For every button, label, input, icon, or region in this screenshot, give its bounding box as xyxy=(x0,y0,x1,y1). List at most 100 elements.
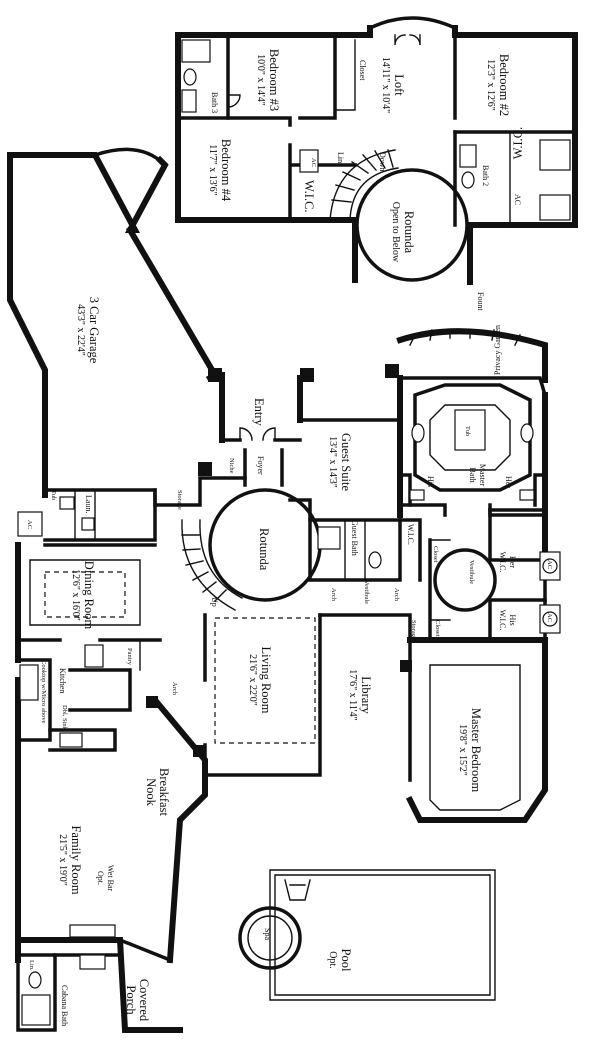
room-label: His xyxy=(426,476,435,487)
room-label: Guest Bath xyxy=(350,520,359,556)
room-label: Wet Bar xyxy=(106,865,115,892)
toilet-fixture xyxy=(519,489,535,501)
room-label: Bedroom #4 xyxy=(219,139,233,202)
room-label: Tub xyxy=(50,490,57,500)
room-label: Living Room xyxy=(259,646,273,713)
room-label: Kitchen xyxy=(58,668,67,693)
stair-label: Down xyxy=(378,152,387,172)
room-sublabel: Open to Below xyxy=(390,202,401,263)
tub-fixture xyxy=(539,139,571,171)
room-label: Storage xyxy=(176,490,183,510)
room-dimensions: 21'6" x 22'0" xyxy=(247,654,258,706)
room-label: Bath 3 xyxy=(210,92,219,113)
room-label: Dbl. Sink xyxy=(61,705,68,731)
toilet-fixture xyxy=(183,68,197,86)
room-label: Privacy Garden xyxy=(493,325,502,375)
tub-fixture xyxy=(454,409,486,451)
room-label: Dining Room xyxy=(82,561,96,630)
toilet-fixture xyxy=(28,971,42,989)
room-label: Arch xyxy=(330,588,337,602)
room-label: Closet xyxy=(434,620,441,637)
room-dimensions: 10'0" x 14'4" xyxy=(255,54,266,106)
room-label: Closet xyxy=(432,546,439,563)
sink-fixture xyxy=(520,423,534,443)
room-label: Loft xyxy=(392,74,406,96)
vestibule-circle xyxy=(433,548,497,612)
room-label: Fount xyxy=(476,292,485,311)
room-label: Master Bedroom xyxy=(469,708,483,793)
room-label: Entry xyxy=(252,398,266,427)
room-sublabel: W.I.C. xyxy=(498,552,507,573)
room-dimensions: 13'4" x 14'3" xyxy=(327,436,338,488)
room-label: Laun. xyxy=(84,495,93,513)
shower-fixture xyxy=(539,194,571,221)
room-label: W.I.C. xyxy=(302,180,316,213)
cooktop-fixture xyxy=(19,664,39,701)
room-dimensions: 11'7" x 13'6" xyxy=(207,144,218,195)
room-label: Bedroom #3 xyxy=(267,49,281,111)
table-outline xyxy=(44,571,126,618)
shower-fixture xyxy=(317,526,341,550)
room-label: W.I.C. xyxy=(406,524,415,545)
fridge-fixture xyxy=(84,644,104,668)
toilet-fixture xyxy=(461,171,475,189)
room-label: Arch xyxy=(171,682,178,696)
spa-outer xyxy=(238,906,302,970)
tub-fixture xyxy=(59,496,75,510)
room-label: Guest Suite xyxy=(339,433,353,491)
sink-fixture xyxy=(411,423,425,443)
room-label: Bath 2 xyxy=(481,165,490,186)
tub-fixture xyxy=(181,39,211,63)
room-label: Covered xyxy=(137,979,151,1022)
room-label: Her xyxy=(508,556,517,568)
room-label: Cooktop w/Micro above xyxy=(40,660,47,724)
room-label: Breakfast xyxy=(157,768,171,816)
room-sublabel: Opt. xyxy=(96,871,105,885)
main-floor: 3 Car Garage 43'3" x 22'4" Fount Privacy… xyxy=(7,147,561,1033)
room-label: Library xyxy=(359,676,373,714)
vanity-fixture xyxy=(79,954,106,970)
room-sublabel: Bath xyxy=(468,467,477,482)
bar-fixture xyxy=(69,924,116,938)
room-label: Niche xyxy=(228,458,235,474)
room-label: AC xyxy=(546,613,553,622)
spa-inner xyxy=(247,915,293,961)
room-dimensions: 14'11" x 10'4" xyxy=(380,57,391,113)
upper-rotunda-circle xyxy=(355,168,469,282)
room-dimensions: 12'6" x 16'0" xyxy=(70,569,81,621)
room-label: Vestibule xyxy=(468,560,475,584)
room-label: Rotunda xyxy=(257,528,271,571)
room-label: Lin. xyxy=(336,152,345,165)
sink-fixture xyxy=(59,732,83,748)
room-label: AC xyxy=(26,520,33,529)
upper-floor: Bedroom #3 10'0" x 14'4" Bath 3 Closet L… xyxy=(175,16,578,285)
room-label: W.I.C. xyxy=(511,127,525,160)
room-label: Tub xyxy=(464,426,471,436)
room-label: Storage xyxy=(410,620,417,640)
room-sublabel: Nook xyxy=(144,778,158,807)
toilet-fixture xyxy=(368,551,382,569)
shower-fixture xyxy=(21,994,51,1026)
room-label: Foyer xyxy=(256,456,265,475)
room-label: Her xyxy=(504,476,513,488)
room-label: Lin. xyxy=(28,960,35,971)
ac-unit xyxy=(299,149,319,173)
room-dimensions: 12'3" x 12'6" xyxy=(485,59,496,111)
toilet-fixture xyxy=(409,489,425,501)
stair-label: Up xyxy=(210,597,219,607)
room-label: Bedroom #2 xyxy=(497,54,511,116)
room-dimensions: 43'3" x 22'4" xyxy=(75,304,86,356)
washer-fixture xyxy=(81,517,95,531)
room-label: Family Room xyxy=(69,825,83,894)
room-label: Rotunda xyxy=(402,211,416,254)
room-label: Pantry xyxy=(126,648,133,666)
room-label: AC xyxy=(546,560,553,569)
vanity-fixture xyxy=(459,144,477,168)
room-label: Pool xyxy=(339,949,353,972)
room-dimensions: 21'5" x 19'0" xyxy=(57,834,68,886)
room-label: Closet xyxy=(358,60,367,81)
room-label: His xyxy=(508,614,517,625)
rug-outline xyxy=(214,617,316,744)
room-sublabel: Porch xyxy=(124,985,138,1015)
room-label: Master xyxy=(478,464,487,487)
